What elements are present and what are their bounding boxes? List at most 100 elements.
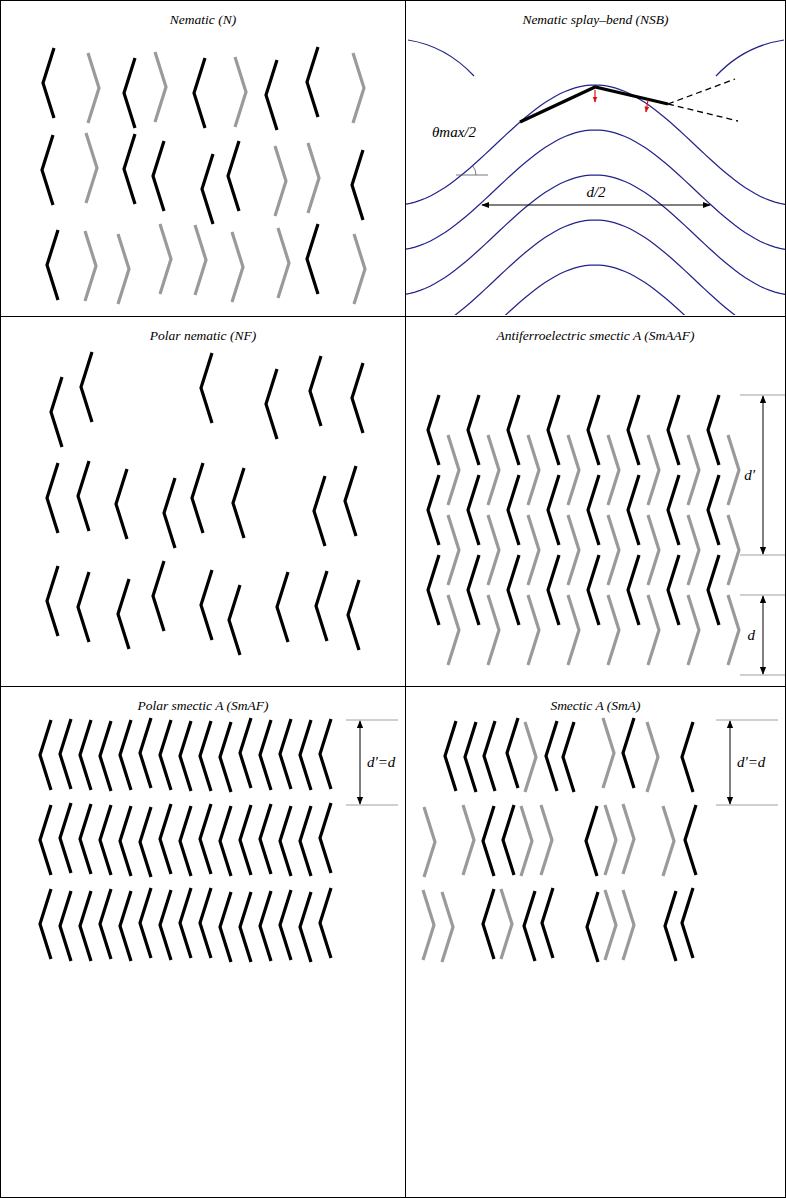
bent-core-molecule — [120, 720, 131, 790]
bent-core-molecule — [180, 888, 191, 958]
bent-core-molecule — [488, 435, 499, 505]
tick-lines — [716, 720, 778, 805]
bent-core-molecule — [78, 572, 89, 642]
bent-core-molecule — [307, 47, 318, 117]
bent-core-molecule — [507, 718, 518, 788]
bent-core-molecule — [153, 561, 164, 631]
bent-core-molecule — [140, 807, 151, 877]
dimension-arrow — [360, 721, 361, 804]
bent-core-molecule — [648, 595, 659, 665]
bent-core-molecule — [100, 805, 111, 875]
bent-core-molecule — [548, 555, 559, 625]
bent-core-molecule — [228, 141, 239, 211]
bent-core-molecule — [528, 515, 539, 585]
bent-core-molecule — [688, 515, 699, 585]
bent-core-molecule — [42, 135, 53, 205]
bent-core-molecule — [468, 395, 479, 465]
bent-core-molecule — [448, 435, 459, 505]
bent-core-molecule — [43, 48, 54, 118]
bent-core-molecule — [708, 475, 719, 545]
bent-core-molecule — [608, 435, 619, 505]
bent-core-molecule — [623, 718, 634, 788]
bent-core-molecule — [300, 806, 311, 876]
phase-panel: Nematic splay–bend (NSB) — [405, 0, 786, 317]
bent-core-molecule — [603, 718, 614, 788]
phase-panel: Smectic A (SmA) — [405, 686, 786, 1198]
phase-title: Smectic A (SmA) — [406, 698, 785, 714]
bent-core-molecule — [200, 888, 211, 958]
bent-core-molecule — [229, 585, 240, 655]
bent-core-molecule — [665, 891, 676, 961]
bent-core-molecule — [448, 515, 459, 585]
bent-core-molecule — [200, 721, 211, 791]
bent-core-molecule — [316, 571, 327, 641]
bent-core-molecule — [260, 804, 271, 874]
bent-core-molecule — [428, 475, 439, 545]
phase-panel: Nematic (N) — [0, 0, 406, 317]
bent-core-molecule — [525, 722, 536, 792]
phase-title: Polar nematic (NF) — [1, 328, 405, 344]
director-line — [406, 175, 785, 295]
bent-core-molecule — [160, 804, 171, 874]
bent-core-molecule — [608, 595, 619, 665]
bent-core-molecule — [235, 57, 246, 127]
bent-core-molecule — [521, 806, 532, 876]
bent-core-molecule — [260, 720, 271, 790]
bent-core-molecule — [345, 466, 356, 536]
dimension-label: θmax/2 — [430, 123, 478, 141]
phase-panel: Antiferroelectric smectic A (SmAAF) — [405, 316, 786, 687]
bent-core-molecule — [280, 890, 291, 960]
bent-core-molecule — [352, 363, 363, 433]
polarization-arrow — [594, 90, 595, 102]
bent-core-molecule — [353, 53, 364, 123]
phase-panel: Polar smectic A (SmAF) — [0, 686, 406, 1198]
bent-core-molecule — [688, 595, 699, 665]
bent-core-molecule — [501, 889, 512, 959]
bent-core-molecule — [275, 146, 286, 216]
bent-core-molecule — [623, 804, 634, 874]
bent-core-molecule — [81, 352, 92, 422]
bent-core-molecule — [608, 515, 619, 585]
bent-core-molecule — [354, 234, 365, 304]
bent-core-molecule — [220, 722, 231, 792]
bent-core-molecule — [628, 395, 639, 465]
bent-core-molecule — [240, 805, 251, 875]
bent-core-molecule — [688, 435, 699, 505]
bent-core-molecule — [40, 805, 51, 875]
bent-core-molecule — [628, 475, 639, 545]
bent-core-molecule — [465, 722, 476, 792]
bent-core-molecule — [563, 722, 574, 792]
bent-core-molecule — [320, 719, 331, 789]
bent-core-molecule — [668, 395, 679, 465]
bent-core-molecule — [508, 395, 519, 465]
director-line — [408, 40, 474, 76]
angle-line — [456, 175, 488, 176]
director-line — [406, 220, 785, 315]
bent-core-molecule — [308, 143, 319, 213]
tick-lines — [740, 395, 785, 675]
bent-core-molecule — [300, 892, 311, 962]
bent-core-molecules — [40, 47, 739, 962]
bent-core-molecule — [588, 555, 599, 625]
bent-core-molecule — [80, 804, 91, 874]
bent-core-molecule — [233, 468, 244, 538]
bent-core-molecule — [445, 721, 456, 791]
bent-core-molecule — [120, 891, 131, 961]
bent-core-molecule — [542, 888, 553, 958]
bent-core-molecule — [307, 224, 318, 294]
bent-core-molecule — [628, 555, 639, 625]
bent-core-molecule — [728, 435, 739, 505]
bent-core-molecule — [278, 228, 289, 298]
bent-core-molecule — [528, 435, 539, 505]
bent-core-molecule — [100, 889, 111, 959]
dimension-arrow — [763, 596, 764, 674]
bent-core-molecule — [266, 369, 277, 439]
bent-core-molecule — [266, 60, 277, 130]
bent-core-molecule — [60, 719, 71, 789]
bent-core-molecule — [140, 718, 151, 788]
bent-core-molecule — [484, 721, 495, 791]
bent-core-molecule — [483, 889, 494, 959]
bent-core-molecule — [320, 888, 331, 958]
tick-lines — [346, 720, 398, 805]
